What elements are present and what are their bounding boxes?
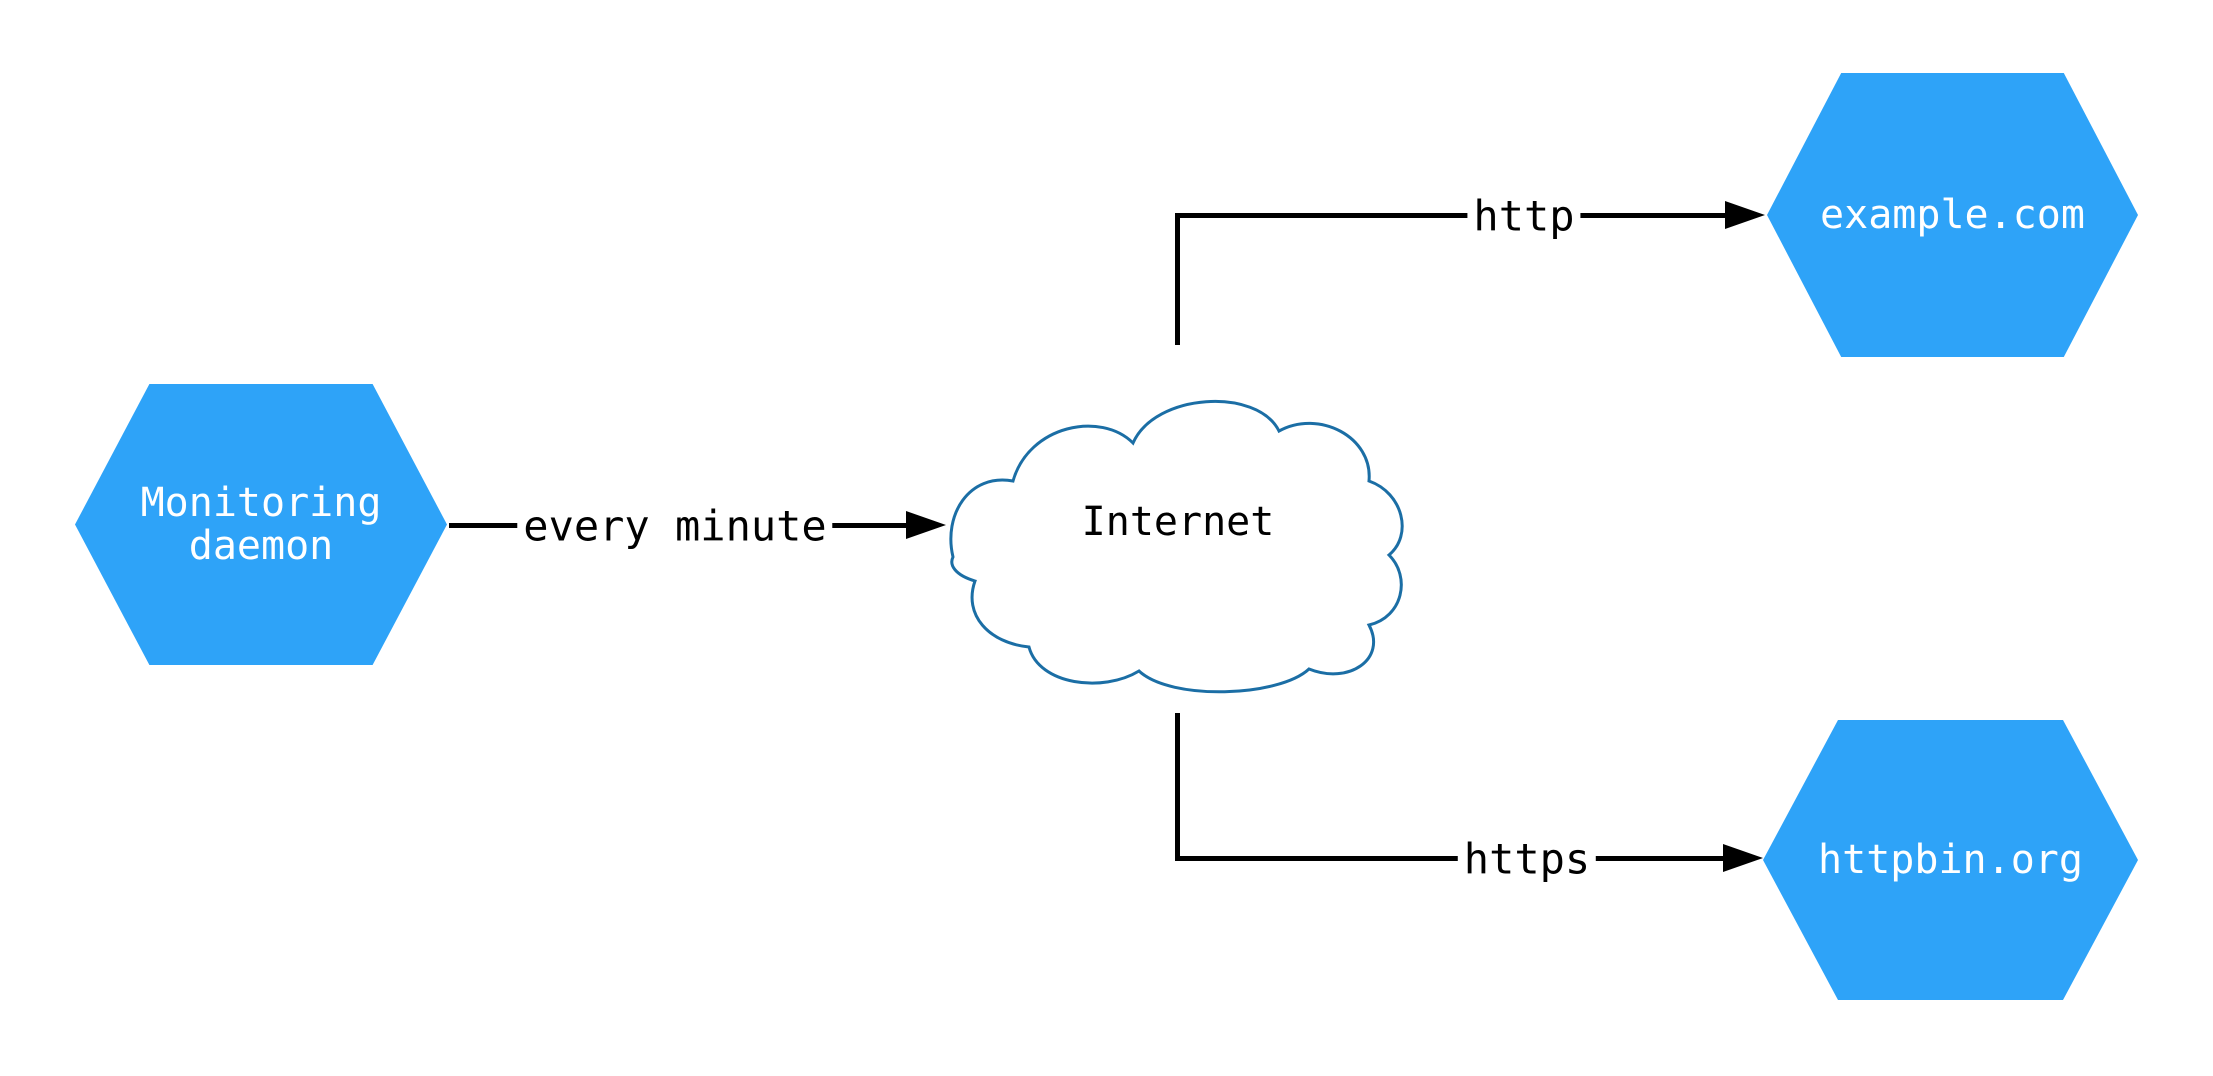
edge-http-vertical-line xyxy=(1175,213,1180,345)
internet-label: Internet xyxy=(1081,499,1275,545)
cloud-icon xyxy=(949,399,1404,694)
example-com-label: example.com xyxy=(1820,191,2085,238)
monitoring-daemon-node: Monitoring daemon xyxy=(75,384,447,665)
edge-https-label: https xyxy=(1457,834,1597,884)
edge-https-arrowhead-icon xyxy=(1723,844,1763,872)
edge-https-horizontal-line xyxy=(1175,856,1725,861)
edge-http-arrowhead-icon xyxy=(1725,201,1765,229)
httpbin-org-node: httpbin.org xyxy=(1763,720,2138,1000)
edge-every-minute-arrowhead-icon xyxy=(906,511,946,539)
monitoring-daemon-label: Monitoring daemon xyxy=(140,480,382,569)
edge-https-vertical-line xyxy=(1175,713,1180,861)
edge-http-label: http xyxy=(1467,191,1581,241)
edge-every-minute-label: every minute xyxy=(517,501,833,551)
example-com-node: example.com xyxy=(1767,73,2138,357)
httpbin-org-label: httpbin.org xyxy=(1818,836,2083,883)
internet-cloud-node xyxy=(941,385,1415,703)
edge-http-horizontal-line xyxy=(1175,213,1725,218)
